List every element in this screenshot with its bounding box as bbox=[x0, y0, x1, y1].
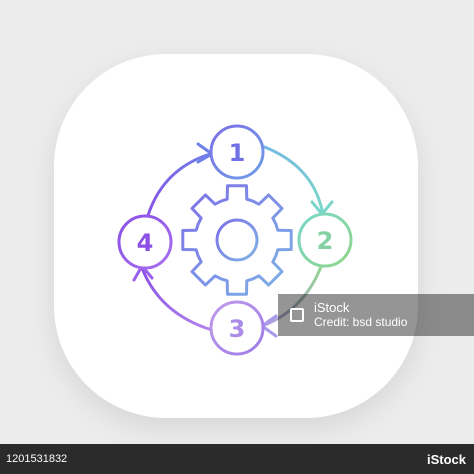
image-id-label: 1201531832 bbox=[6, 453, 68, 465]
step-1-label: 1 bbox=[229, 139, 246, 167]
watermark-credit-line: Credit: bsd studio bbox=[314, 314, 408, 329]
step-1-circle bbox=[209, 124, 265, 180]
app-icon-tile bbox=[54, 54, 418, 418]
arc-3-to-4 bbox=[140, 266, 214, 332]
stock-watermark: iStock Credit: bsd studio bbox=[278, 294, 474, 336]
cycle-arcs bbox=[140, 144, 324, 332]
step-2-label: 2 bbox=[317, 227, 334, 255]
istock-logo-icon bbox=[288, 306, 306, 324]
watermark-brand: iStock bbox=[314, 299, 350, 315]
step-3-label: 3 bbox=[229, 315, 246, 343]
arc-1-to-2 bbox=[260, 144, 324, 212]
istock-footer-logo: iStock bbox=[426, 451, 466, 467]
step-2-circle bbox=[297, 212, 353, 268]
arc-4-to-1 bbox=[144, 152, 212, 224]
step-4-circle bbox=[117, 214, 173, 270]
step-4-label: 4 bbox=[137, 229, 154, 257]
gear-icon bbox=[181, 184, 293, 296]
step-3-circle bbox=[209, 300, 265, 356]
arc-2-to-3 bbox=[260, 262, 324, 328]
footer-bar: 1201531832 iStock bbox=[0, 444, 474, 474]
